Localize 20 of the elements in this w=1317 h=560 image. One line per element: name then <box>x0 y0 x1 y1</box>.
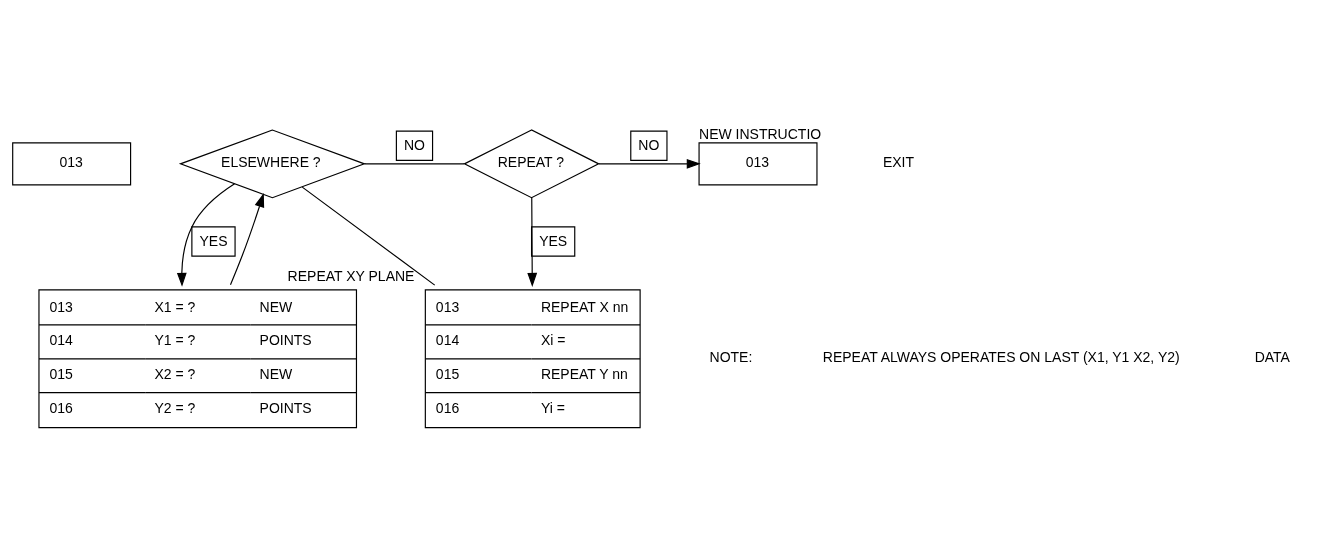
node-box: 013 <box>698 142 818 186</box>
label: DATA <box>1254 349 1290 366</box>
node-label: REPEAT XY PLANE <box>287 268 415 285</box>
arrow <box>527 197 538 287</box>
connector <box>363 163 465 165</box>
label: NOTE: <box>709 349 753 366</box>
label: REPEAT ALWAYS OPERATES ON LAST (X1, Y1 X2, Y2) <box>822 349 1180 366</box>
edge-label: YES <box>539 232 568 249</box>
node-box: 013 <box>12 142 132 186</box>
arrow <box>229 193 265 286</box>
connector <box>301 186 436 286</box>
edge-label: NO <box>403 136 425 153</box>
edge-label: YES <box>199 232 228 249</box>
label: EXIT <box>882 154 915 171</box>
node-label: NEW INSTRUCTIO <box>699 125 822 142</box>
node-diamond: REPEAT ? <box>463 129 600 199</box>
arrow <box>176 183 236 287</box>
edge-label: NO <box>638 136 660 153</box>
node-diamond: ELSEWHERE ? <box>178 129 367 199</box>
arrow <box>598 158 701 169</box>
